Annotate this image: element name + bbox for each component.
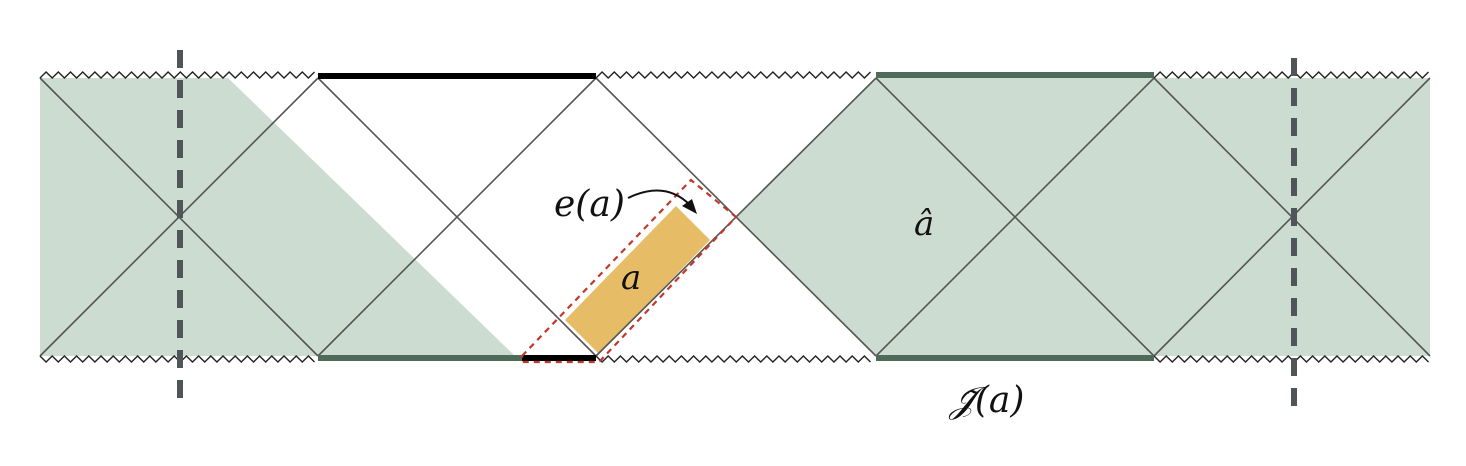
shaded-region-left <box>40 78 515 356</box>
label-complement: â <box>914 204 935 244</box>
curved-arrow <box>627 189 691 206</box>
label-region-a: a <box>621 258 642 298</box>
arrow-head-icon <box>682 199 697 214</box>
region-a <box>565 206 710 354</box>
label-entanglement-wedge: e(a) <box>554 184 625 225</box>
shaded-region-right <box>736 78 1430 356</box>
singularity-top-left <box>39 71 315 79</box>
singularity-top-middle <box>595 71 871 79</box>
singularity-bottom-middle <box>595 355 871 363</box>
label-scri-tilde: 𝒥̃(a) <box>950 380 1025 421</box>
entanglement-wedge-outline <box>520 178 738 364</box>
